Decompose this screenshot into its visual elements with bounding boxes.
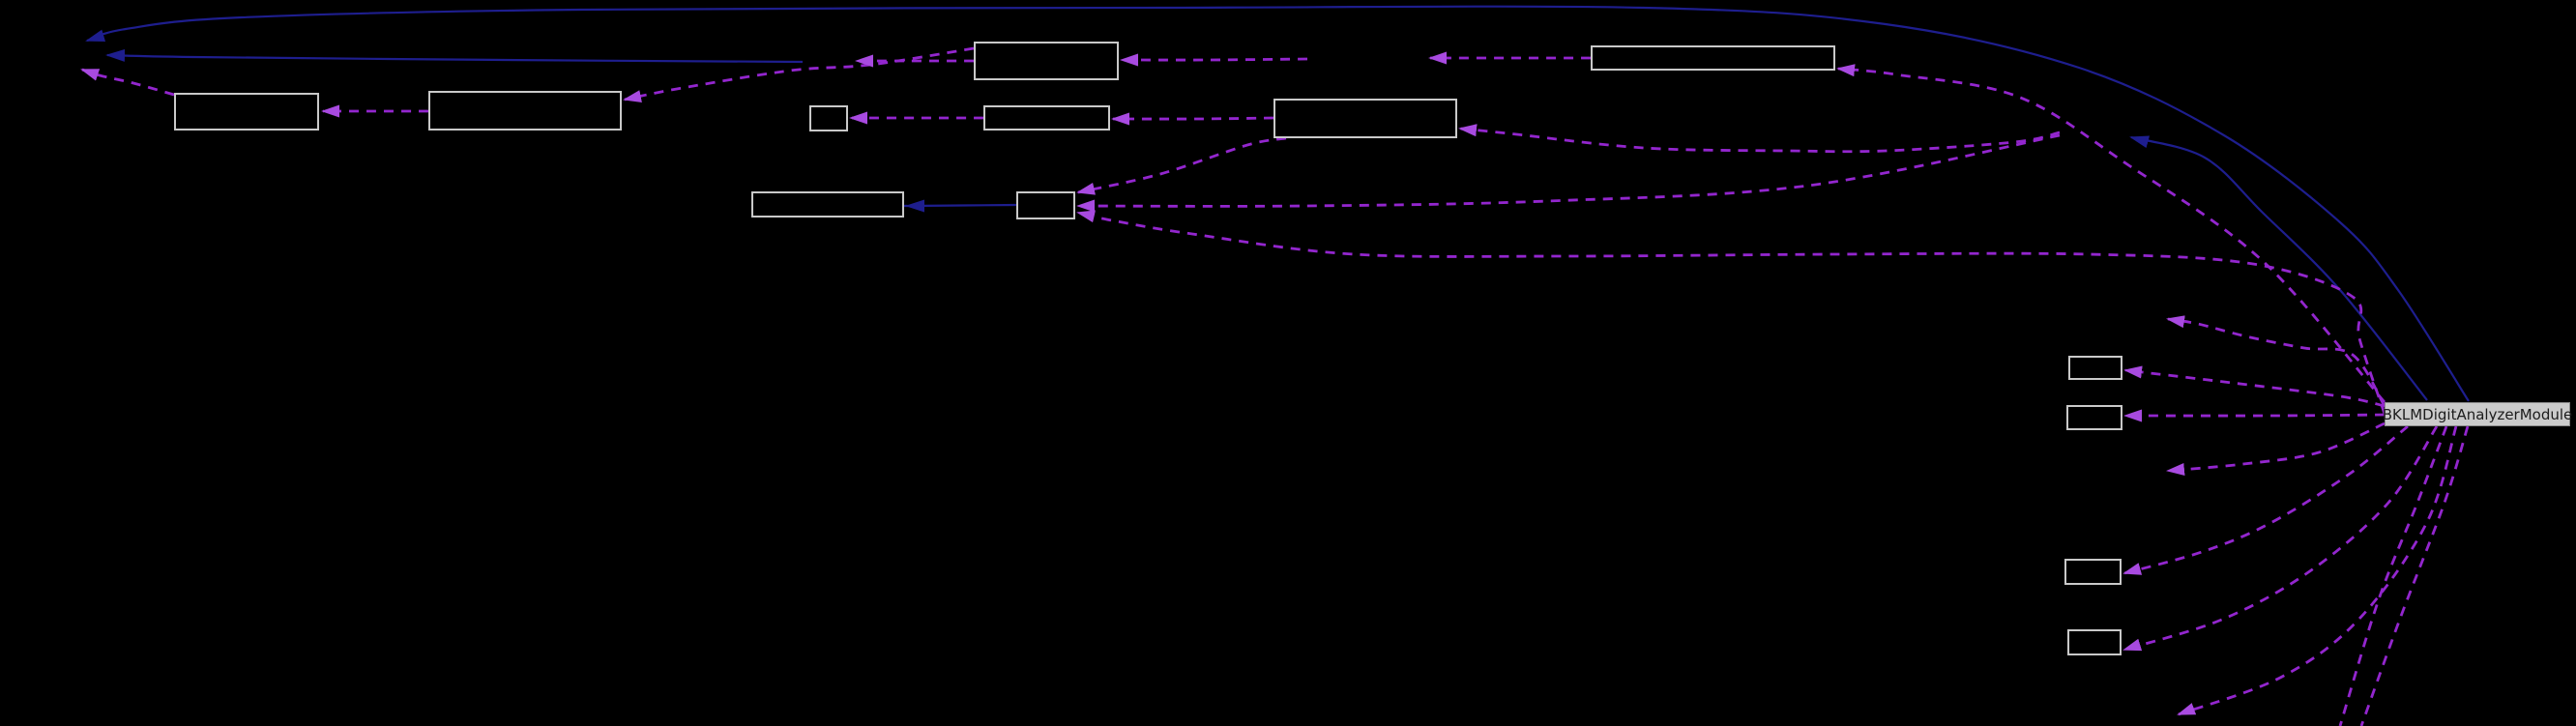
graph-edge-central-to-box-9 [1836,64,2386,403]
graph-edge-box-8-to-box-7 [1076,136,1287,195]
graph-node-box-11[interactable] [2066,405,2122,430]
graph-node-box-5[interactable] [983,105,1110,131]
graph-edge-central-to-offscreen-bottom-2 [2359,425,2470,726]
graph-node-box-3[interactable] [809,105,848,131]
graph-edge-hidden-top-mid2-to-box-4 [1120,53,1308,67]
graph-node-box-13[interactable] [2067,629,2122,655]
graph-node-box-6[interactable] [751,191,904,218]
graph-edge-central-to-box-7 [1076,210,2386,415]
graph-edge-hidden-mid-top-to-hidden-far-left [105,48,804,64]
graph-edge-central-to-box-13 [2122,425,2439,652]
graph-edge-central-to-hidden-right-upper [2129,135,2428,401]
graph-edge-central-to-box-12 [2122,424,2409,575]
graph-edge-hidden-right-upper-to-box-7 [1076,133,2061,213]
graph-node-box-9[interactable] [1591,45,1835,71]
graph-node-box-1[interactable] [174,93,319,131]
graph-edge-central-to-offscreen-bottom-1 [2338,425,2448,726]
graph-edge-central-to-hidden-bottom-w [2177,425,2458,716]
graph-edge-box-7-to-box-6 [899,199,1017,213]
graph-node-box-4[interactable] [974,42,1119,80]
graph-node-box-2[interactable] [428,91,622,131]
graph-edge-central-to-hidden-right-x [2166,315,2386,407]
graph-edge-box-4-to-box-2 [623,46,975,102]
graph-node-bklmdigitanalyzermodule[interactable]: BKLMDigitAnalyzerModule [2383,402,2572,426]
graph-node-box-8[interactable] [1273,99,1457,138]
graph-edge-hidden-right-upper-to-box-8 [1458,124,2061,154]
graph-node-box-12[interactable] [2064,559,2122,585]
graph-node-box-7[interactable] [1016,191,1075,219]
edges-group [80,5,2470,726]
graph-edge-box-8-to-box-5 [1111,112,1274,126]
graph-edge-central-to-hidden-far-left [85,5,2470,402]
graph-edge-box-1-to-hidden-far-left [80,68,175,97]
graph-node-box-10[interactable] [2068,356,2122,380]
graph-edge-central-to-box-11 [2123,409,2386,422]
graph-edge-central-to-hidden-right-v [2166,421,2386,476]
graph-edge-central-to-box-10 [2123,365,2386,408]
